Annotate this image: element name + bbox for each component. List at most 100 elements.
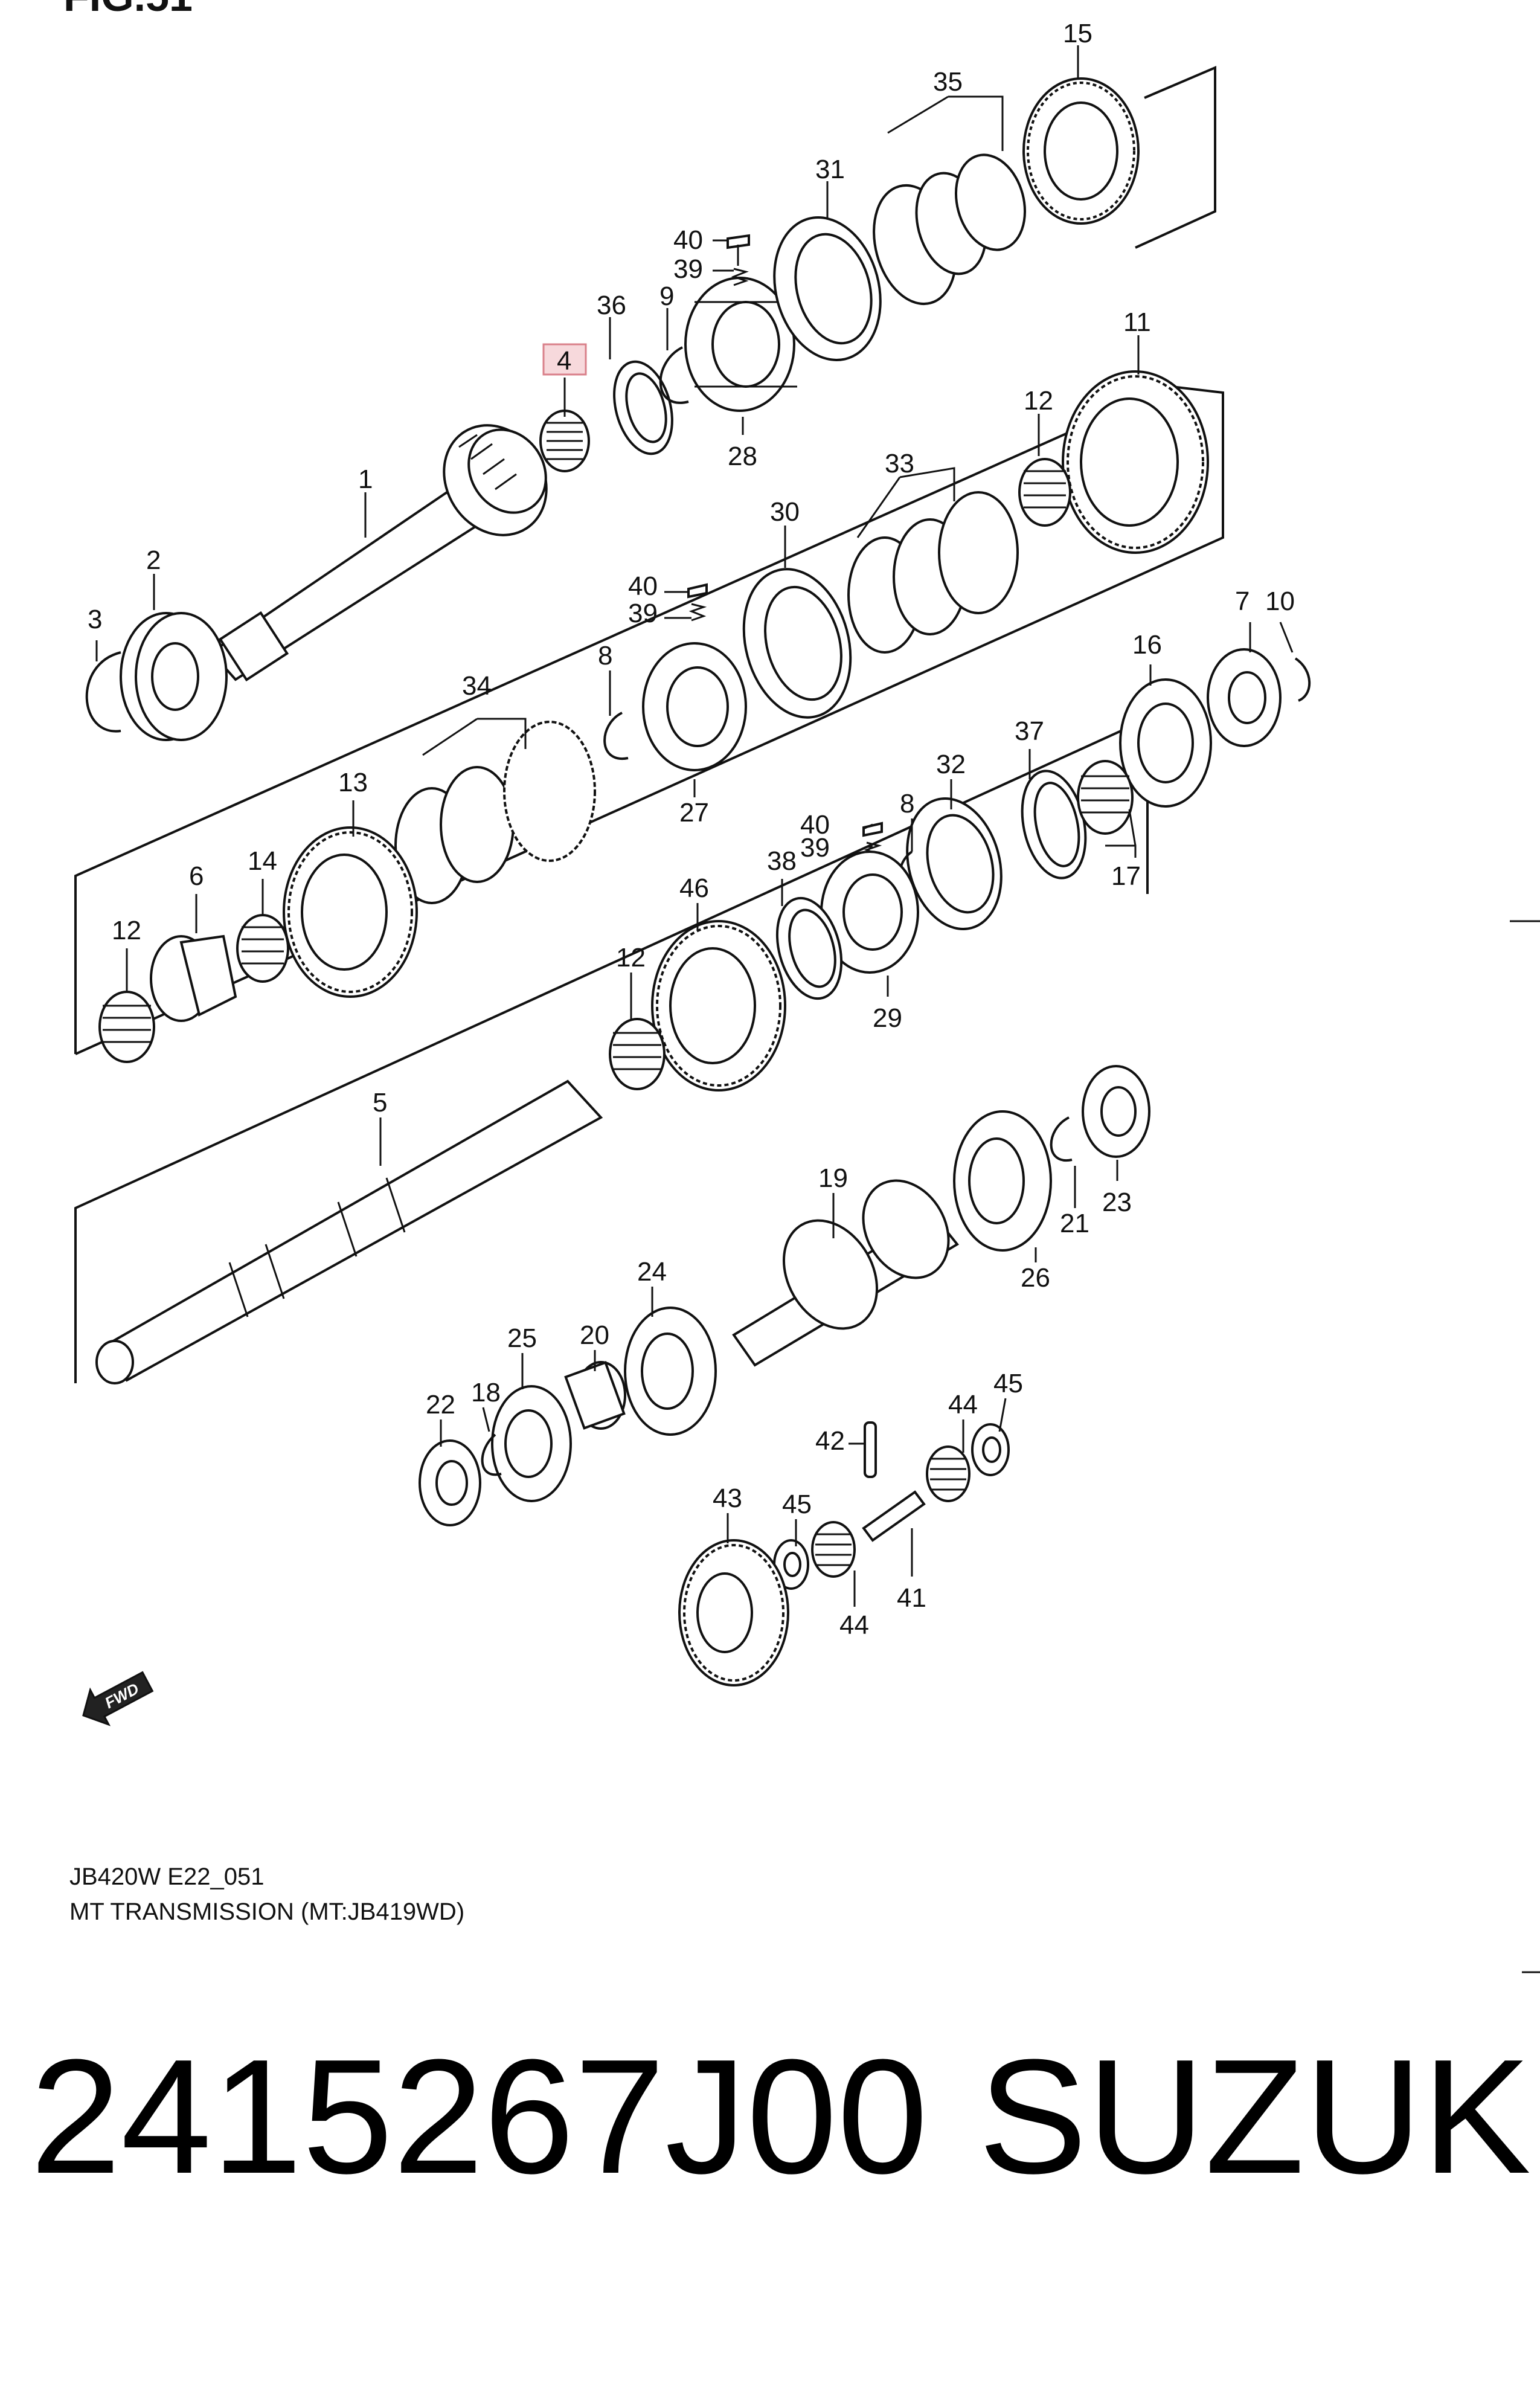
callout-1: 1: [358, 465, 373, 494]
callout-7: 7: [1235, 587, 1250, 616]
part-22-bearing: [419, 1439, 481, 1526]
part-29-hub: [820, 850, 919, 974]
callout-46: 46: [679, 873, 709, 903]
part-42-pin: [864, 1421, 877, 1478]
part-16-gear: [1119, 678, 1212, 808]
part-11-gear: [1062, 370, 1209, 554]
callout-23: 23: [1102, 1188, 1132, 1217]
callout-35: 35: [933, 67, 963, 97]
callout-17: 17: [1111, 861, 1141, 891]
highlighted-callout-box: [542, 343, 587, 376]
callout-40-c: 40: [800, 810, 830, 840]
callout-28: 28: [728, 442, 757, 471]
part-12-needle-bearing-c: [609, 1018, 666, 1090]
part-12-needle-bearing-a: [1018, 458, 1071, 527]
part-9-circlip: [659, 346, 689, 404]
callout-21: 21: [1060, 1209, 1089, 1238]
callout-40: 40: [673, 225, 703, 255]
callout-45-b: 45: [782, 1490, 812, 1519]
part-38-ring: [775, 896, 843, 1000]
fwd-arrow-icon: FWD: [82, 1671, 154, 1726]
part-7-bearing: [1207, 648, 1282, 747]
part-20-collar: [564, 1361, 626, 1430]
callout-12-c: 12: [616, 943, 646, 973]
part-15-gear: [1022, 77, 1140, 225]
callout-22: 22: [426, 1390, 455, 1419]
callout-32: 32: [936, 750, 966, 779]
part-10-snap-ring: [1294, 657, 1311, 702]
callout-42: 42: [815, 1426, 845, 1456]
callout-37: 37: [1015, 716, 1044, 746]
callout-9: 9: [659, 281, 674, 311]
part-24-gear: [624, 1307, 717, 1436]
part-39-spring-a: [731, 268, 749, 286]
part-40-screw-b: [687, 583, 708, 599]
callout-18: 18: [471, 1378, 501, 1407]
part-31-sleeve: [773, 216, 882, 361]
callout-6: 6: [189, 861, 204, 891]
part-27-hub: [642, 642, 747, 771]
callout-45: 45: [993, 1369, 1023, 1398]
callout-34: 34: [462, 671, 492, 701]
callout-43: 43: [713, 1484, 742, 1513]
part-36-ring: [613, 360, 673, 455]
callout-14: 14: [248, 846, 277, 876]
part-34-synchro-set: [394, 721, 596, 904]
part-30-sleeve: [742, 568, 852, 719]
part-12-needle-bearing-b: [98, 991, 155, 1063]
part-1-input-shaft: [209, 424, 548, 682]
callout-8: 8: [598, 641, 612, 670]
brand-name: SUZUKI: [978, 2026, 1540, 2208]
group-frames: [74, 65, 1224, 1383]
callout-5: 5: [373, 1088, 387, 1117]
part-46-gear: [651, 920, 786, 1092]
footer-band: [0, 1993, 1540, 2392]
part-18-circlip: [481, 1433, 502, 1476]
callout-39-c: 39: [800, 833, 830, 863]
callout-4: 4: [557, 346, 571, 376]
part-number: 2415267J00: [30, 2026, 928, 2208]
callout-11: 11: [1123, 307, 1151, 337]
callout-44: 44: [948, 1390, 978, 1419]
callout-36: 36: [597, 291, 626, 320]
callout-41: 41: [897, 1583, 926, 1613]
part-2-bearing: [120, 612, 228, 741]
part-33-synchro-set: [847, 491, 1019, 654]
callout-39-b: 39: [628, 599, 658, 628]
caption-code: JB420W E22_051: [69, 1863, 264, 1890]
part-19-countershaft: [732, 1179, 959, 1367]
callout-12: 12: [1024, 386, 1053, 416]
callout-30: 30: [770, 497, 800, 527]
callout-19: 19: [818, 1163, 848, 1193]
part-14-needle-bearing: [236, 914, 289, 983]
figure-header: FIG.51: [63, 0, 193, 20]
callout-10: 10: [1265, 587, 1295, 616]
part-45-washer-a: [971, 1423, 1010, 1476]
part-44-needle-bearing-a: [926, 1445, 971, 1502]
diagram-sheet: FIG.51: [63, 0, 1540, 1973]
callout-12-b: 12: [112, 916, 141, 945]
part-28-hub: [684, 277, 797, 412]
callout-16: 16: [1132, 630, 1162, 660]
part-13-gear: [283, 826, 418, 998]
part-8-circlip-a: [603, 712, 629, 760]
caption-title: MT TRANSMISSION (MT:JB419WD): [69, 1898, 464, 1925]
callout-44-b: 44: [839, 1610, 869, 1640]
callout-33: 33: [885, 449, 914, 478]
callout-27: 27: [679, 798, 709, 828]
part-6-collar: [150, 934, 237, 1022]
part-3-snap-ring: [85, 651, 121, 733]
leader-lines: [95, 45, 1294, 1607]
part-32-sleeve: [906, 797, 1003, 931]
part-4-needle-bearing: [539, 410, 590, 472]
callout-38: 38: [767, 846, 797, 876]
callout-31: 31: [815, 155, 845, 184]
part-35-synchro-set: [873, 153, 1027, 306]
part-5-main-shaft: [95, 1079, 603, 1384]
part-40-screw-c: [862, 821, 883, 837]
exploded-view-diagram: FIG.51: [63, 0, 1540, 1973]
part-44-needle-bearing-b: [811, 1521, 856, 1578]
callout-13: 13: [338, 768, 368, 797]
part-43-reverse-idler-gear: [678, 1539, 789, 1686]
callout-25: 25: [507, 1323, 537, 1353]
